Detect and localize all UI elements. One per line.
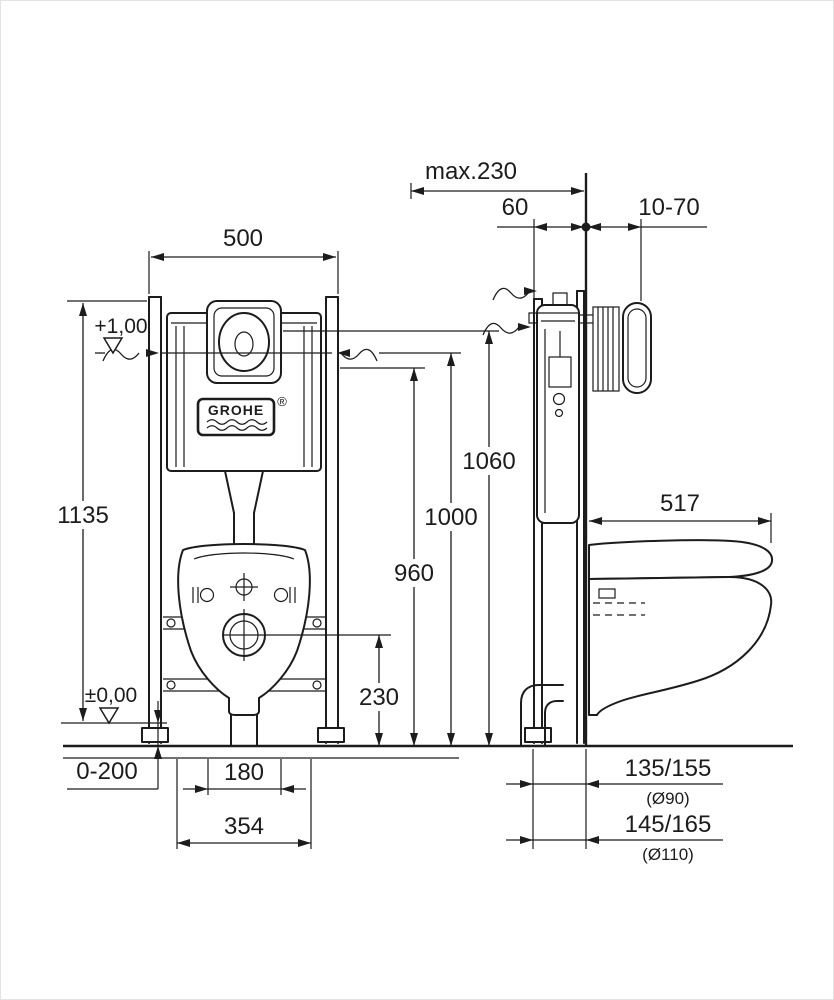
bowl-profile: [588, 576, 773, 716]
toilet-bowl-side: [588, 539, 774, 716]
dim-outlet-110: 145/165 (Ø110): [506, 811, 723, 864]
flush-actuator-front: [206, 300, 282, 384]
wavy-arrow-icon: [492, 287, 530, 301]
flush-plate-side: [579, 302, 652, 394]
dim-354-label: 354: [224, 813, 264, 840]
dim-145-165-label: 145/165: [625, 811, 712, 838]
seat-lid-profile: [588, 539, 774, 580]
frame-rails: [141, 296, 345, 744]
dim-1000-label: 1000: [424, 504, 477, 531]
dim-135-155-label: 135/155: [625, 755, 712, 782]
side-foot: [524, 727, 552, 743]
supply-connection: [552, 292, 568, 306]
right-foot: [317, 727, 345, 743]
dim-1060-label: 1060: [462, 448, 515, 475]
dim-1135-label: 1135: [57, 502, 109, 529]
side-view: [520, 173, 774, 849]
left-foot: [141, 727, 169, 743]
dim-60-label: 60: [502, 194, 529, 221]
level-triangle-icon: [102, 337, 124, 355]
dim-dia-90-label: (Ø90): [646, 789, 689, 808]
dim-960-label: 960: [394, 560, 434, 587]
level-triangle-icon: [98, 707, 120, 725]
flush-button-outline: [218, 312, 270, 372]
fixing-hole-icon: [273, 587, 289, 603]
logo-wave-icon: [206, 425, 268, 431]
dim-width-500: 500: [148, 225, 339, 294]
level-top-label: +1,00: [94, 315, 147, 338]
cistern-side: [528, 292, 580, 524]
protection-box: [592, 306, 620, 392]
dim-outlet-90: 135/155 (Ø90): [506, 749, 723, 849]
fixing-hole-icon: [199, 587, 215, 603]
floor-lines: [61, 722, 793, 759]
dimensions-side: max.230 60 10-70 517: [410, 158, 772, 864]
dim-max230-label: max.230: [425, 158, 517, 185]
wavy-arrow-icon: [482, 322, 520, 336]
dim-height-960: 960: [340, 367, 441, 746]
dim-500-label: 500: [223, 225, 263, 252]
grohe-logo: GROHE ®: [196, 394, 287, 437]
dim-outlet-230: 230: [265, 634, 405, 746]
dim-foot-adjust-0-200: 0-200: [67, 701, 162, 790]
dim-10-70-label: 10-70: [638, 194, 699, 221]
front-view: GROHE ®: [141, 296, 345, 746]
wavy-arrow-icon: [340, 348, 378, 362]
dim-517-label: 517: [660, 490, 700, 517]
bolt-icon: [166, 618, 176, 628]
bolt-icon: [312, 680, 322, 690]
mounting-bolt: [598, 588, 616, 599]
dim-height-1135: 1135: [53, 300, 147, 721]
dim-fixing-180: 180: [183, 759, 306, 795]
dim-0-200-label: 0-200: [76, 758, 137, 785]
dim-max-230: max.230: [410, 158, 584, 199]
dim-height-1000: 1000: [419, 353, 483, 746]
outlet-elbow: [520, 684, 564, 746]
level-markers: +1,00 ±0,00: [85, 287, 537, 725]
registered-mark: ®: [277, 394, 287, 409]
dim-60: 60: [497, 194, 584, 299]
dim-230-label: 230: [359, 684, 399, 711]
dim-depth-517: 517: [589, 490, 772, 543]
dim-base-354: 354: [176, 759, 312, 849]
bolt-icon: [166, 680, 176, 690]
logo-wave-icon: [206, 419, 268, 425]
bolt-icon: [312, 618, 322, 628]
dim-180-label: 180: [224, 759, 264, 786]
wall-plate: [622, 302, 652, 394]
wavy-arrow-icon: [102, 348, 140, 362]
dim-height-1060: 1060: [283, 330, 521, 746]
flush-button: [234, 331, 254, 357]
reference-dot-icon: [581, 222, 591, 232]
dim-10-70: 10-70: [581, 194, 707, 301]
brand-name: GROHE: [208, 402, 264, 418]
dimensions-front: 500 1135 230 960: [53, 225, 521, 849]
level-zero-label: ±0,00: [85, 684, 137, 707]
dim-dia-110-label: (Ø110): [642, 845, 694, 864]
toilet-bowl-front: [177, 543, 311, 746]
